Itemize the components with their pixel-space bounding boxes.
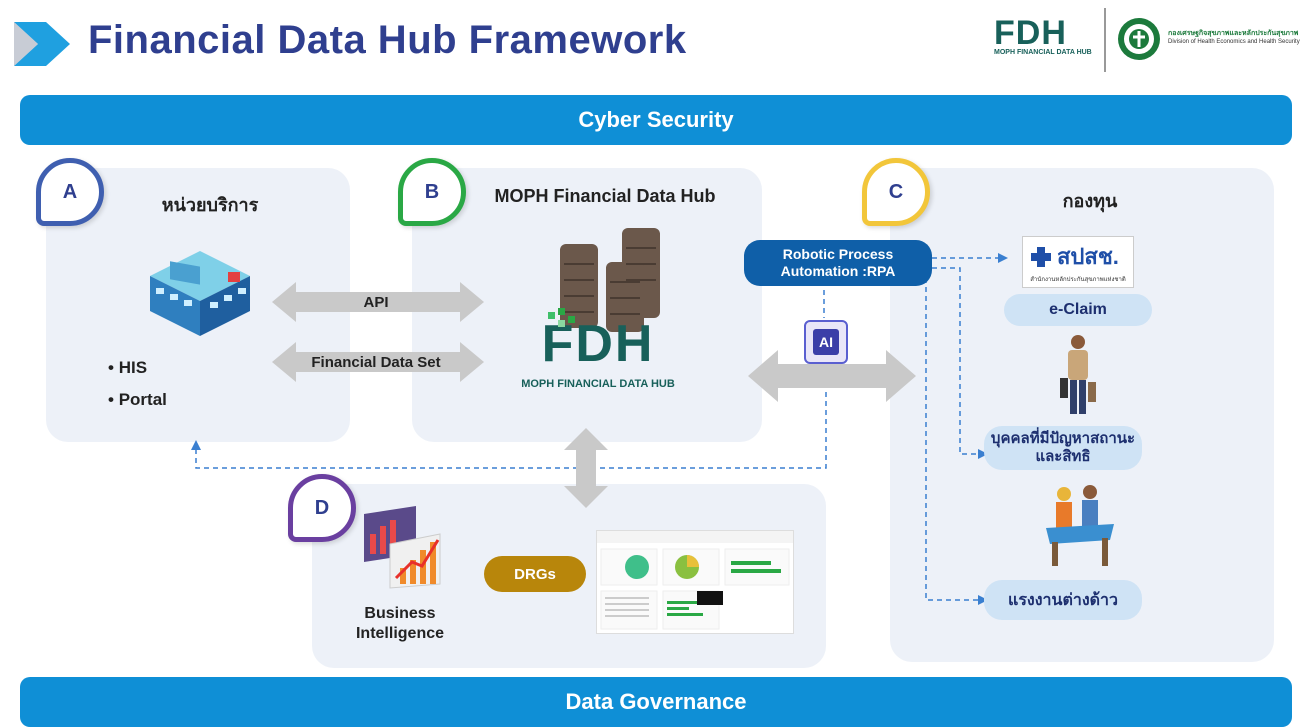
fdh-main-logo-sub: MOPH FINANCIAL DATA HUB xyxy=(521,378,675,390)
nhso-logo: สปสช. สำนักงานหลักประกันสุขภาพแห่งชาติ xyxy=(1022,236,1134,288)
ministry-seal-icon xyxy=(1118,18,1160,60)
arrowhead-nhso xyxy=(998,253,1008,263)
org-name-en: Division of Health Economics and Health … xyxy=(1168,39,1300,45)
fdh-header-logo-text: FDH xyxy=(994,14,1067,52)
rpa-pill: Robotic Process Automation :RPA xyxy=(744,240,932,286)
header-chevron-icon xyxy=(14,22,70,66)
nhso-logo-text: สปสช. xyxy=(1057,244,1119,269)
server-stack-icon xyxy=(560,228,660,332)
badge-c: C xyxy=(862,158,930,226)
ai-chip-icon: AI xyxy=(804,320,848,364)
fdh-header-logo: FDH MOPH FINANCIAL DATA HUB xyxy=(994,14,1094,74)
badge-a: A xyxy=(36,158,104,226)
fdh-panel-title: MOPH Financial Data Hub xyxy=(494,186,716,206)
dashboard-thumbnail-graphic xyxy=(597,531,793,630)
api-arrow xyxy=(272,282,484,322)
arrowhead-labor xyxy=(978,595,988,605)
service-units-title: หน่วยบริการ xyxy=(161,195,259,215)
person-with-bags-icon xyxy=(1060,335,1096,414)
fdh-header-logo-sub: MOPH FINANCIAL DATA HUB xyxy=(994,49,1092,56)
org-name-th: กองเศรษฐกิจสุขภาพและหลักประกันสุขภาพ xyxy=(1168,30,1299,37)
eclaim-pill: e-Claim xyxy=(1004,294,1152,326)
b-c-arrow xyxy=(748,350,916,402)
drgs-pill: DRGs xyxy=(484,556,586,592)
data-governance-bar: Data Governance xyxy=(20,677,1292,727)
nhso-logo-sub: สำนักงานหลักประกันสุขภาพแห่งชาติ xyxy=(1030,277,1126,283)
bullet-portal: • Portal xyxy=(108,390,167,409)
rpa-to-labor-line xyxy=(925,278,982,601)
rpa-to-status-line xyxy=(932,267,982,455)
foreign-labor-pill: แรงงานต่างด้าว xyxy=(984,580,1142,620)
feedback-dashed-line xyxy=(195,392,827,469)
bullet-his-text: HIS xyxy=(118,358,148,377)
bullet-portal-text: Portal xyxy=(118,390,167,409)
ai-chip-label: AI xyxy=(813,329,839,355)
nhso-cross-icon xyxy=(1031,246,1051,267)
page-title: Financial Data Hub Framework xyxy=(88,18,687,62)
arrowhead-service xyxy=(191,440,201,450)
b-d-arrow xyxy=(564,428,608,508)
header-divider xyxy=(1104,8,1106,72)
workers-icon xyxy=(1046,485,1114,566)
cyber-security-bar: Cyber Security xyxy=(20,95,1292,145)
hospital-building-icon xyxy=(150,251,250,336)
funds-title: กองทุน xyxy=(1062,191,1118,211)
badge-d: D xyxy=(288,474,356,542)
badge-b: B xyxy=(398,158,466,226)
a-b-arrows xyxy=(272,282,484,382)
fdh-main-logo: FDH xyxy=(541,315,655,373)
arrowhead-status xyxy=(978,449,988,459)
api-label: API xyxy=(363,293,389,311)
dashboard-thumbnail xyxy=(596,530,794,634)
financial-data-set-arrow xyxy=(272,342,484,382)
bullet-his: • HIS xyxy=(108,358,148,377)
stateless-person-pill: บุคคลที่มีปัญหาสถานะและสิทธิ xyxy=(984,426,1142,470)
bi-chart-icon xyxy=(364,506,441,589)
fdh-logo-pixels-icon xyxy=(548,308,575,327)
financial-data-set-label: Financial Data Set xyxy=(311,353,441,371)
bi-label: Business Intelligence xyxy=(355,605,445,642)
